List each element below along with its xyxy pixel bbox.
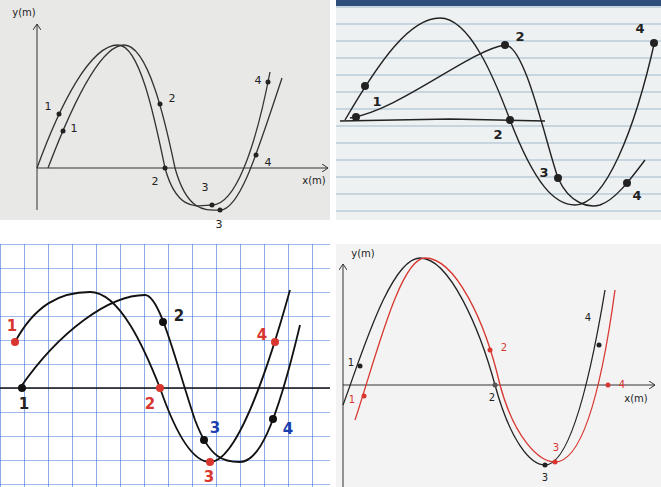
point-dots [352, 39, 658, 187]
point-label: 2 [489, 393, 495, 403]
point-dots [11, 318, 279, 466]
wave-curve [37, 45, 270, 206]
point-label: 4 [257, 328, 267, 343]
point-label: 3 [216, 219, 223, 230]
point-label: 4 [265, 157, 272, 168]
point-label: 2 [174, 309, 184, 324]
point-label: 2 [145, 397, 155, 412]
point-label: 3 [539, 166, 548, 179]
point-label: 3 [210, 421, 220, 436]
point-label: 1 [7, 319, 17, 334]
point-label: 4 [283, 422, 293, 437]
wave-curve [48, 45, 282, 210]
axis-label: x(m) [302, 176, 325, 186]
paper [336, 244, 661, 487]
point-label: 3 [553, 443, 559, 453]
y-axis [343, 264, 344, 487]
wave-curve [15, 290, 290, 462]
axis-label: y(m) [12, 8, 35, 18]
wave-curve [350, 45, 645, 206]
ruled-lines [336, 0, 661, 220]
wave-curve [355, 258, 615, 462]
point-label: 4 [619, 380, 625, 390]
point-label: 2 [169, 93, 176, 104]
y-axis [37, 24, 38, 210]
paper [0, 0, 330, 220]
axis-label: y(m) [351, 249, 374, 259]
point-label: 3 [542, 473, 548, 483]
grid [0, 244, 330, 487]
point-label: 2 [152, 176, 159, 187]
wave-curve [345, 18, 655, 205]
x-axis [0, 387, 330, 389]
point-label: 1 [348, 358, 354, 368]
point-label: 3 [204, 470, 214, 485]
point-label: 4 [585, 313, 591, 323]
wave-curve [343, 258, 605, 465]
x-axis [37, 168, 328, 169]
point-label: 4 [255, 75, 262, 86]
point-label: 2 [493, 128, 502, 141]
point-label: 4 [632, 189, 641, 202]
sketch-panel-2 [336, 0, 661, 220]
sketch-panel-3 [0, 244, 330, 487]
point-label: 1 [349, 395, 355, 405]
x-axis [340, 119, 545, 121]
point-label: 1 [19, 397, 29, 412]
point-dots [57, 80, 271, 213]
point-label: 2 [501, 343, 507, 353]
paper-edge [336, 0, 661, 6]
point-label: 4 [635, 22, 644, 35]
point-label: 2 [515, 30, 524, 43]
sketch-panel-1 [0, 0, 330, 220]
point-label: 1 [45, 101, 52, 112]
paper [336, 0, 661, 220]
point-label: 1 [372, 95, 381, 108]
paper [0, 244, 330, 487]
sketch-panel-4 [336, 244, 661, 487]
point-label: 1 [71, 123, 78, 134]
point-dots [358, 343, 611, 468]
wave-curve [20, 295, 300, 462]
axis-label: x(m) [624, 394, 647, 404]
point-label: 3 [202, 182, 209, 193]
